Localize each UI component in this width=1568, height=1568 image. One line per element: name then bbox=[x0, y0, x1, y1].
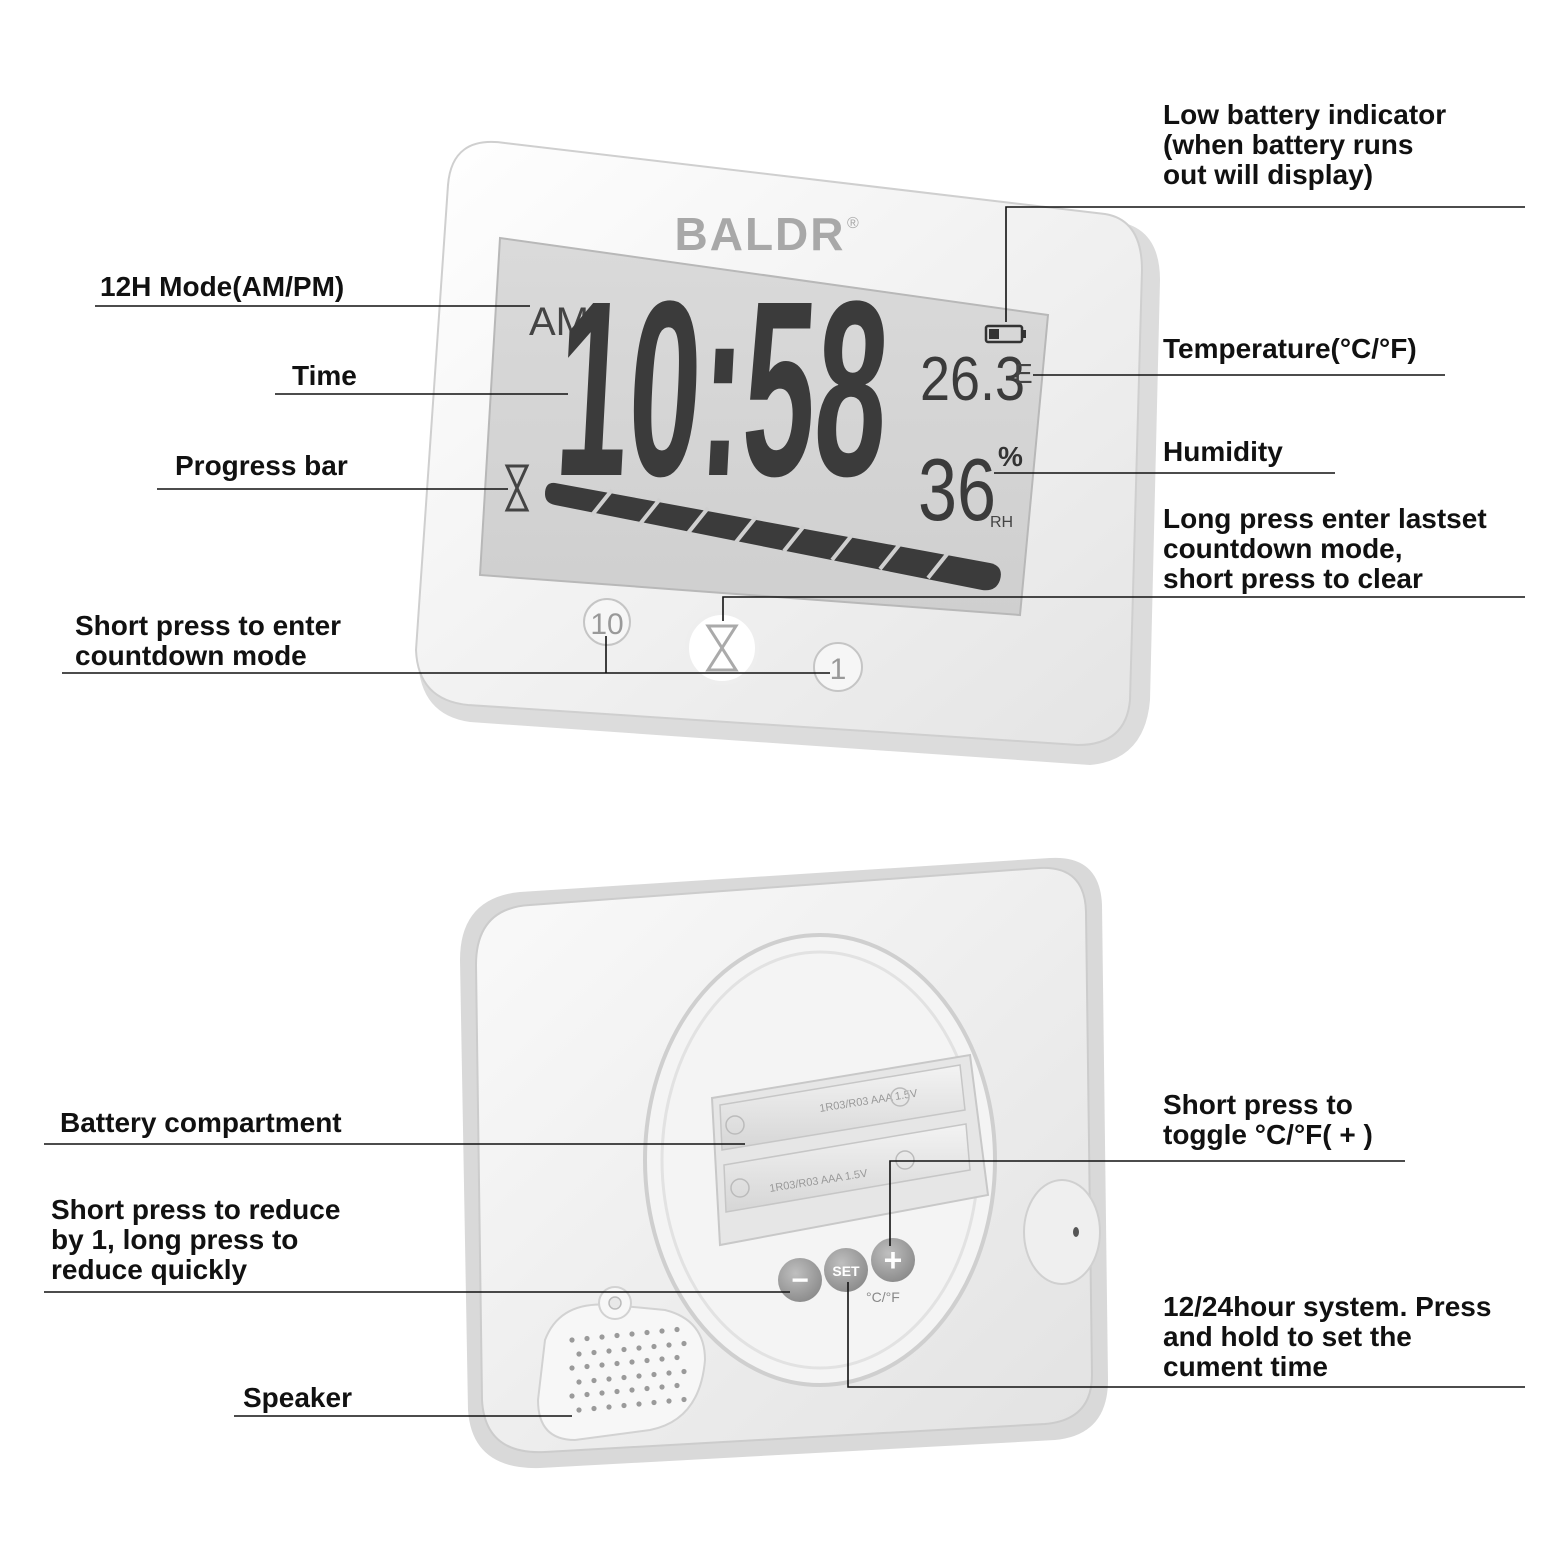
leader-lines bbox=[44, 206, 1525, 1417]
leader-low-battery bbox=[1005, 206, 1525, 322]
humidity-unit: RH bbox=[990, 514, 1013, 531]
hourglass-icon bbox=[705, 624, 739, 672]
svg-text:1: 1 bbox=[830, 653, 847, 686]
button-hourglass[interactable] bbox=[685, 611, 759, 685]
svg-text:−: − bbox=[791, 1264, 809, 1297]
time-display: 10:58 bbox=[550, 250, 895, 529]
temperature-unit: E bbox=[1014, 358, 1033, 389]
svg-text:SET: SET bbox=[832, 1263, 860, 1279]
lcd-hourglass-icon bbox=[504, 464, 530, 512]
humidity-value: 36 bbox=[918, 440, 996, 539]
callout-toggle-unit: Short press to toggle °C/°F( + ) bbox=[1163, 1089, 1373, 1150]
svg-text:+: + bbox=[884, 1242, 903, 1278]
callout-hour-system: 12/24hour system. Press and hold to set … bbox=[1163, 1291, 1492, 1382]
callout-reduce: Short press to reduce by 1, long press t… bbox=[51, 1194, 341, 1285]
am-pm-indicator: AM bbox=[529, 300, 589, 344]
callout-battery-compartment: Battery compartment bbox=[60, 1107, 342, 1138]
battery-aaa-top bbox=[719, 1064, 966, 1151]
leader-hour-system bbox=[847, 1282, 1525, 1388]
callout-time: Time bbox=[292, 360, 357, 391]
progress-bar-segment-dividers bbox=[590, 488, 950, 580]
humidity-percent: % bbox=[998, 441, 1023, 472]
callout-long-press: Long press enter lastset countdown mode,… bbox=[1163, 503, 1487, 594]
speaker-grille-icon bbox=[569, 1326, 687, 1413]
svg-text:10: 10 bbox=[590, 608, 623, 641]
callout-temperature: Temperature(°C/°F) bbox=[1163, 333, 1417, 364]
button-1[interactable]: 1 bbox=[813, 642, 863, 692]
battery-compartment: 1R03/R03 AAA 1.5V 1R03/R03 AAA 1.5V bbox=[710, 1053, 990, 1247]
button-10[interactable]: 10 bbox=[583, 598, 631, 646]
callout-speaker: Speaker bbox=[243, 1382, 352, 1413]
front-device: BALDR ® AM 10:58 26.3 E % 36 RH bbox=[414, 140, 1160, 765]
leader-long-press bbox=[722, 596, 1525, 621]
back-device: 1R03/R03 AAA 1.5V 1R03/R03 AAA 1.5V − SE… bbox=[460, 857, 1108, 1469]
callout-countdown-short: Short press to enter countdown mode bbox=[75, 610, 342, 671]
progress-bar bbox=[545, 482, 1001, 591]
minus-button[interactable]: − bbox=[778, 1258, 822, 1302]
battery-aaa-bottom bbox=[723, 1123, 971, 1213]
callout-low-battery: Low battery indicator (when battery runs… bbox=[1163, 99, 1447, 190]
plus-button[interactable]: + bbox=[871, 1238, 915, 1282]
set-button[interactable]: SET bbox=[824, 1248, 868, 1292]
unit-toggle-label: °C/°F bbox=[866, 1289, 900, 1305]
callout-12h-mode: 12H Mode(AM/PM) bbox=[100, 271, 345, 302]
speaker bbox=[536, 1286, 707, 1442]
brand-logo: BALDR bbox=[675, 208, 846, 260]
temperature-value: 26.3 bbox=[920, 345, 1025, 414]
callout-humidity: Humidity bbox=[1163, 436, 1283, 467]
callout-progress-bar: Progress bar bbox=[175, 450, 348, 481]
lcd-screen bbox=[478, 236, 1050, 617]
leader-toggle-unit bbox=[889, 1160, 1405, 1246]
registered-mark: ® bbox=[847, 215, 859, 232]
hanging-knob bbox=[1023, 1179, 1101, 1285]
low-battery-icon bbox=[984, 324, 1026, 344]
